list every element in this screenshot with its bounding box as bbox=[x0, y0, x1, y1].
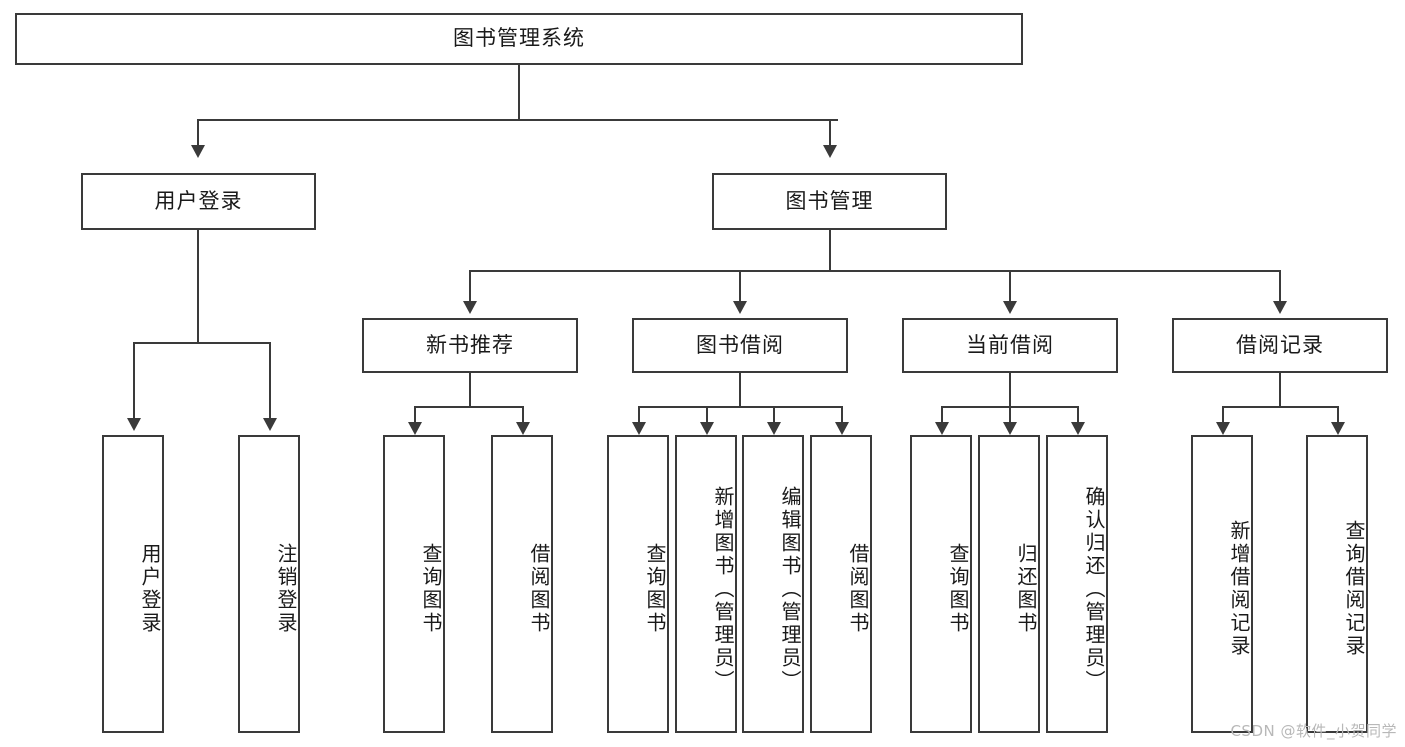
leaf-query-book-2[interactable]: 查询图书 bbox=[607, 435, 669, 733]
csdn-watermark: CSDN @软件_小贺同学 bbox=[1230, 722, 1397, 740]
arrowhead-root-to-user-login bbox=[191, 145, 205, 158]
connector-new-book-rec-drop-1 bbox=[414, 406, 416, 424]
arrowhead-to-return-book bbox=[1003, 422, 1017, 435]
connector-borrow-record-drop-1 bbox=[1222, 406, 1224, 424]
leaf-edit-book[interactable]: 编辑图书（管理员） bbox=[742, 435, 804, 733]
arrowhead-to-confirm-return bbox=[1071, 422, 1085, 435]
node-borrow-record[interactable]: 借阅记录 bbox=[1172, 318, 1388, 373]
arrowhead-to-query-book-2 bbox=[632, 422, 646, 435]
arrowhead-to-add-record bbox=[1216, 422, 1230, 435]
connector-book-borrow-bus bbox=[638, 406, 841, 408]
node-label: 查询图书 bbox=[419, 543, 443, 635]
connector-new-book-rec-stem bbox=[469, 373, 471, 408]
leaf-borrow-book-2[interactable]: 借阅图书 bbox=[810, 435, 872, 733]
node-label: 注销登录 bbox=[274, 543, 298, 635]
connector-new-book-rec-bus bbox=[414, 406, 524, 408]
connector-borrow-record-stem bbox=[1279, 373, 1281, 408]
node-new-book-rec[interactable]: 新书推荐 bbox=[362, 318, 578, 373]
node-label: 编辑图书（管理员） bbox=[778, 485, 802, 693]
node-book-manage[interactable]: 图书管理 bbox=[712, 173, 947, 230]
arrowhead-to-book-borrow bbox=[733, 301, 747, 314]
connector-book-borrow-drop-4 bbox=[841, 406, 843, 424]
connector-book-manage-drop-2 bbox=[739, 270, 741, 302]
leaf-add-book[interactable]: 新增图书（管理员） bbox=[675, 435, 737, 733]
connector-borrow-record-bus bbox=[1222, 406, 1337, 408]
connector-current-borrow-drop-1 bbox=[941, 406, 943, 424]
leaf-query-record[interactable]: 查询借阅记录 bbox=[1306, 435, 1368, 733]
leaf-borrow-book-1[interactable]: 借阅图书 bbox=[491, 435, 553, 733]
leaf-user-login[interactable]: 用户登录 bbox=[102, 435, 164, 733]
leaf-logout[interactable]: 注销登录 bbox=[238, 435, 300, 733]
connector-book-borrow-drop-1 bbox=[638, 406, 640, 424]
node-label: 查询借阅记录 bbox=[1342, 520, 1366, 658]
connector-current-borrow-drop-3 bbox=[1077, 406, 1079, 424]
leaf-query-book-1[interactable]: 查询图书 bbox=[383, 435, 445, 733]
arrowhead-to-new-book-rec bbox=[463, 301, 477, 314]
arrowhead-to-leaf-logout bbox=[263, 418, 277, 431]
connector-book-borrow-drop-3 bbox=[773, 406, 775, 424]
node-label: 当前借阅 bbox=[966, 332, 1054, 357]
connector-root-drop-2 bbox=[829, 119, 831, 147]
node-label: 借阅图书 bbox=[846, 543, 870, 635]
connector-borrow-record-drop-2 bbox=[1337, 406, 1339, 424]
leaf-query-book-3[interactable]: 查询图书 bbox=[910, 435, 972, 733]
connector-root-bus bbox=[197, 119, 838, 121]
connector-book-manage-stem bbox=[829, 230, 831, 272]
leaf-add-record[interactable]: 新增借阅记录 bbox=[1191, 435, 1253, 733]
arrowhead-to-borrow-record bbox=[1273, 301, 1287, 314]
node-label: 新增图书（管理员） bbox=[711, 485, 735, 693]
connector-root-drop-1 bbox=[197, 119, 199, 147]
arrowhead-to-current-borrow bbox=[1003, 301, 1017, 314]
node-label: 新增借阅记录 bbox=[1227, 520, 1251, 658]
node-book-borrow[interactable]: 图书借阅 bbox=[632, 318, 848, 373]
arrowhead-to-borrow-book-2 bbox=[835, 422, 849, 435]
arrowhead-to-add-book bbox=[700, 422, 714, 435]
node-label: 用户登录 bbox=[154, 188, 243, 213]
node-current-borrow[interactable]: 当前借阅 bbox=[902, 318, 1118, 373]
connector-book-manage-bus bbox=[469, 270, 1281, 272]
node-label: 新书推荐 bbox=[426, 332, 514, 357]
connector-user-login-stem bbox=[197, 230, 199, 344]
connector-current-borrow-stem bbox=[1009, 373, 1011, 408]
arrowhead-to-query-book-3 bbox=[935, 422, 949, 435]
connector-book-manage-drop-1 bbox=[469, 270, 471, 302]
connector-book-borrow-drop-2 bbox=[706, 406, 708, 424]
arrowhead-to-borrow-book-1 bbox=[516, 422, 530, 435]
node-label: 用户登录 bbox=[138, 543, 162, 635]
leaf-return-book[interactable]: 归还图书 bbox=[978, 435, 1040, 733]
connector-current-borrow-drop-2 bbox=[1009, 406, 1011, 424]
node-user-login[interactable]: 用户登录 bbox=[81, 173, 316, 230]
node-label: 归还图书 bbox=[1014, 543, 1038, 635]
node-label: 借阅记录 bbox=[1236, 332, 1324, 357]
node-label: 图书借阅 bbox=[696, 332, 784, 357]
node-root-system[interactable]: 图书管理系统 bbox=[15, 13, 1023, 65]
connector-new-book-rec-drop-2 bbox=[522, 406, 524, 424]
connector-user-login-drop-2 bbox=[269, 342, 271, 419]
node-label: 借阅图书 bbox=[527, 543, 551, 635]
connector-book-manage-drop-3 bbox=[1009, 270, 1011, 302]
connector-book-borrow-stem bbox=[739, 373, 741, 408]
connector-root-stem bbox=[518, 65, 520, 120]
arrowhead-root-to-book-manage bbox=[823, 145, 837, 158]
node-label: 查询图书 bbox=[643, 543, 667, 635]
connector-user-login-drop-1 bbox=[133, 342, 135, 419]
connector-book-manage-drop-4 bbox=[1279, 270, 1281, 302]
node-label: 图书管理系统 bbox=[453, 26, 585, 51]
arrowhead-to-query-book-1 bbox=[408, 422, 422, 435]
leaf-confirm-return[interactable]: 确认归还（管理员） bbox=[1046, 435, 1108, 733]
arrowhead-to-edit-book bbox=[767, 422, 781, 435]
arrowhead-to-leaf-user-login bbox=[127, 418, 141, 431]
node-label: 确认归还（管理员） bbox=[1082, 485, 1106, 693]
node-label: 图书管理 bbox=[785, 188, 874, 213]
connector-user-login-bus bbox=[133, 342, 271, 344]
node-label: 查询图书 bbox=[946, 543, 970, 635]
arrowhead-to-query-record bbox=[1331, 422, 1345, 435]
